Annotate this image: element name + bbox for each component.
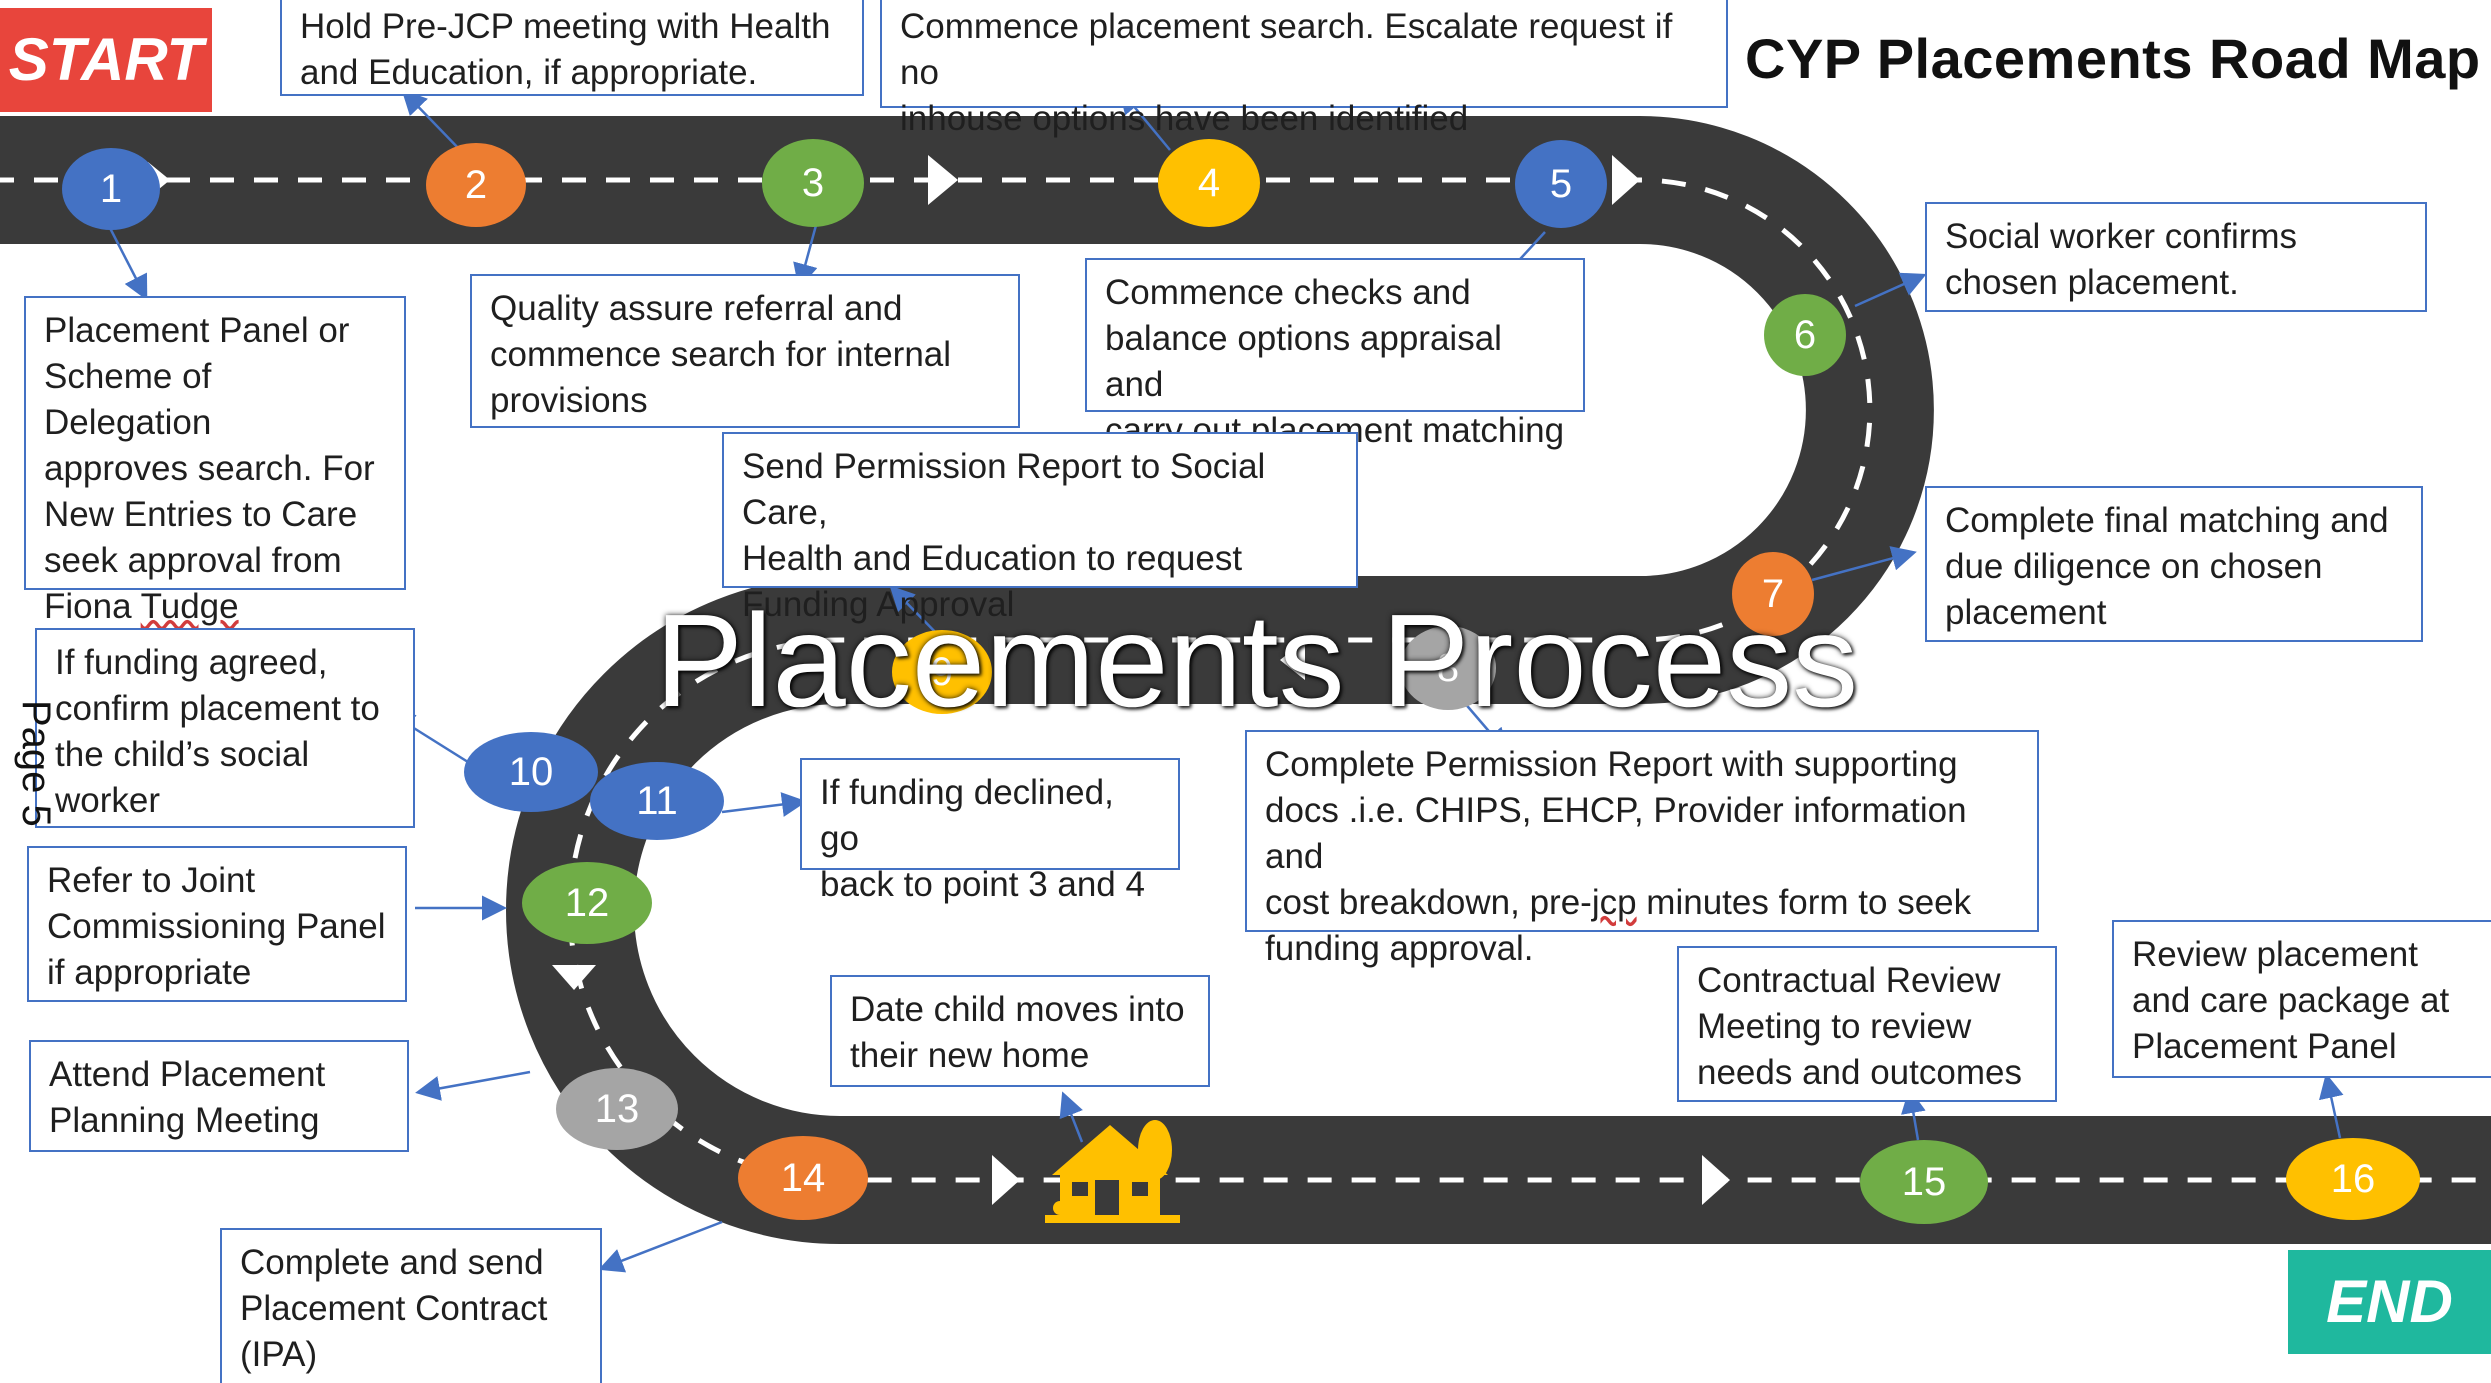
spellcheck-word: jcp	[1591, 883, 1637, 922]
direction-arrow-3	[1612, 155, 1640, 205]
box-step-10: If funding agreed, confirm placement to …	[35, 628, 415, 828]
box-step-1-text: Placement Panel or Scheme of Delegation …	[44, 311, 375, 626]
step-marker-11: 11	[590, 762, 724, 840]
direction-arrow-5	[552, 965, 596, 990]
end-badge: END	[2288, 1250, 2491, 1354]
step-marker-1: 1	[62, 148, 160, 230]
step-marker-5: 5	[1515, 140, 1607, 228]
box-step-14: Complete and send Placement Contract (IP…	[220, 1228, 602, 1383]
box-step-16: Review placement and care package at Pla…	[2112, 920, 2491, 1078]
step-marker-12: 12	[522, 862, 652, 944]
box-step-15: Contractual Review Meeting to review nee…	[1677, 946, 2057, 1102]
direction-arrow-2	[928, 155, 958, 205]
step-marker-7: 7	[1732, 552, 1814, 636]
step-marker-16: 16	[2286, 1138, 2420, 1220]
step-marker-2: 2	[426, 143, 526, 227]
page-title: CYP Placements Road Map	[1745, 27, 2481, 90]
box-step-9: Send Permission Report to Social Care, H…	[722, 432, 1358, 624]
box-step-12: Refer to Joint Commissioning Panel if ap…	[27, 846, 407, 1002]
watermark-title: Placements Process	[655, 587, 1859, 734]
step-marker-3: 3	[762, 139, 864, 227]
step-marker-13: 13	[556, 1068, 678, 1150]
step-marker-8: 8	[1400, 626, 1496, 710]
step-marker-4: 4	[1158, 139, 1260, 227]
page-number-label: Page 5	[14, 700, 58, 827]
box-step-6: Social worker confirms chosen placement.	[1925, 202, 2427, 312]
box-step-3: Quality assure referral and commence sea…	[470, 274, 1020, 428]
direction-arrow-6	[992, 1155, 1020, 1205]
step-marker-6: 6	[1764, 294, 1846, 376]
step-marker-14: 14	[738, 1136, 868, 1220]
house-icon	[1045, 1120, 1180, 1223]
step-marker-10: 10	[464, 732, 598, 812]
spellcheck-word: Tudge	[140, 587, 239, 626]
box-step-8: Complete Permission Report with supporti…	[1245, 730, 2039, 968]
step-marker-15: 15	[1860, 1140, 1988, 1224]
direction-arrow-7	[1702, 1155, 1730, 1205]
box-move-home: Date child moves into their new home	[830, 975, 1210, 1087]
step-marker-9: 9	[892, 630, 992, 714]
box-step-13: Attend Placement Planning Meeting	[29, 1040, 409, 1152]
box-step-5: Commence checks and balance options appr…	[1085, 258, 1585, 450]
start-badge: START	[0, 8, 212, 112]
box-step-4: Commence placement search. Escalate requ…	[880, 0, 1728, 138]
box-step-2: Hold Pre-JCP meeting with Health and Edu…	[280, 0, 864, 96]
direction-arrow-4	[1280, 640, 1305, 680]
box-step-11: If funding declined, go back to point 3 …	[800, 758, 1180, 904]
box-step-1: Placement Panel or Scheme of Delegation …	[24, 296, 406, 626]
box-step-8-text: Complete Permission Report with supporti…	[1265, 745, 1972, 968]
box-step-7: Complete final matching and due diligenc…	[1925, 486, 2423, 642]
road-center-line	[0, 177, 2491, 1183]
